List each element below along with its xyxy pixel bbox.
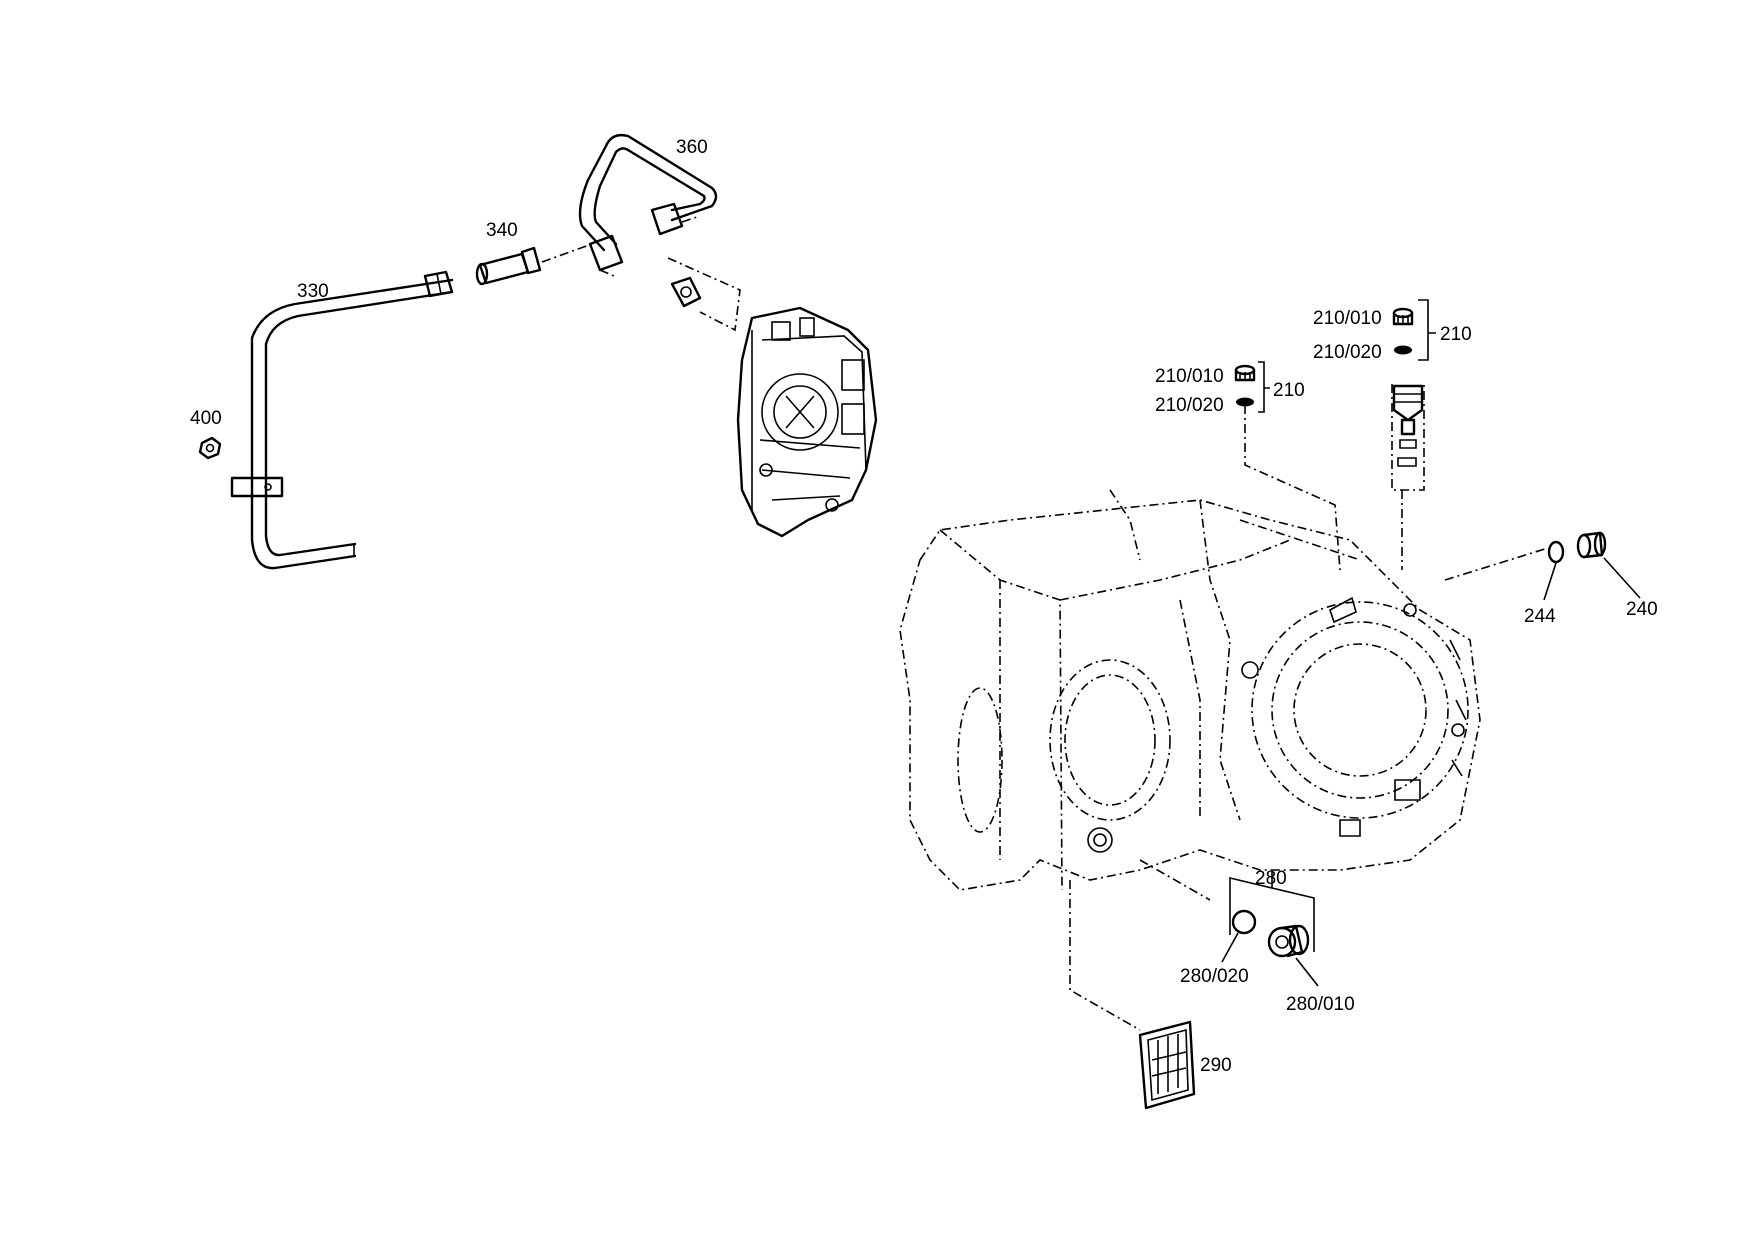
connector-line-210a: [1244, 405, 1341, 571]
seal-ring-210-020-left[interactable]: [1236, 397, 1254, 407]
pipe-360[interactable]: [578, 133, 718, 277]
connector-line-244: [1444, 547, 1549, 581]
connector-line-290: [1069, 880, 1141, 1031]
label-210-right: 210: [1440, 324, 1472, 345]
plug-240[interactable]: [1576, 531, 1607, 559]
fitting-400[interactable]: [198, 436, 222, 460]
bracket-210-left: [1258, 361, 1270, 413]
adapter-340[interactable]: [475, 246, 542, 286]
connector-line-280: [1139, 859, 1211, 901]
label-400: 400: [190, 408, 222, 429]
label-280-010: 280/010: [1286, 994, 1355, 1015]
leader-280-010: [1295, 957, 1319, 987]
screw-plug-assembly: [1391, 384, 1425, 491]
pipe-330[interactable]: [250, 270, 454, 570]
label-360: 360: [676, 137, 708, 158]
seal-ring-244[interactable]: [1547, 540, 1565, 564]
label-210-010-left: 210/010: [1155, 366, 1224, 387]
pipe-clamp[interactable]: [230, 476, 284, 498]
label-210-020-left: 210/020: [1155, 395, 1224, 416]
transmission-housing: [899, 489, 1481, 891]
label-290: 290: [1200, 1055, 1232, 1076]
plug-280-010[interactable]: [1267, 924, 1310, 958]
label-240: 240: [1626, 599, 1658, 620]
bracket-210-right: [1418, 299, 1436, 361]
plug-210-010-left[interactable]: [1234, 364, 1256, 382]
label-210-020-right: 210/020: [1313, 342, 1382, 363]
label-330: 330: [297, 281, 329, 302]
leader-280-020: [1221, 932, 1239, 963]
bracket-280: [1229, 872, 1315, 952]
seal-ring-210-020-right[interactable]: [1394, 345, 1412, 355]
label-280-020: 280/020: [1180, 966, 1249, 987]
plug-210-010-right[interactable]: [1392, 307, 1414, 326]
connector-line-340-360: [541, 243, 593, 263]
label-244: 244: [1524, 606, 1556, 627]
label-210-left: 210: [1273, 380, 1305, 401]
label-210-010-right: 210/010: [1313, 308, 1382, 329]
leader-244: [1543, 562, 1557, 601]
valve-block: [667, 257, 878, 538]
nameplate-290[interactable]: [1138, 1020, 1196, 1110]
label-280: 280: [1255, 868, 1287, 889]
seal-ring-280-020[interactable]: [1231, 909, 1257, 935]
label-340: 340: [486, 220, 518, 241]
leader-240: [1603, 557, 1641, 599]
